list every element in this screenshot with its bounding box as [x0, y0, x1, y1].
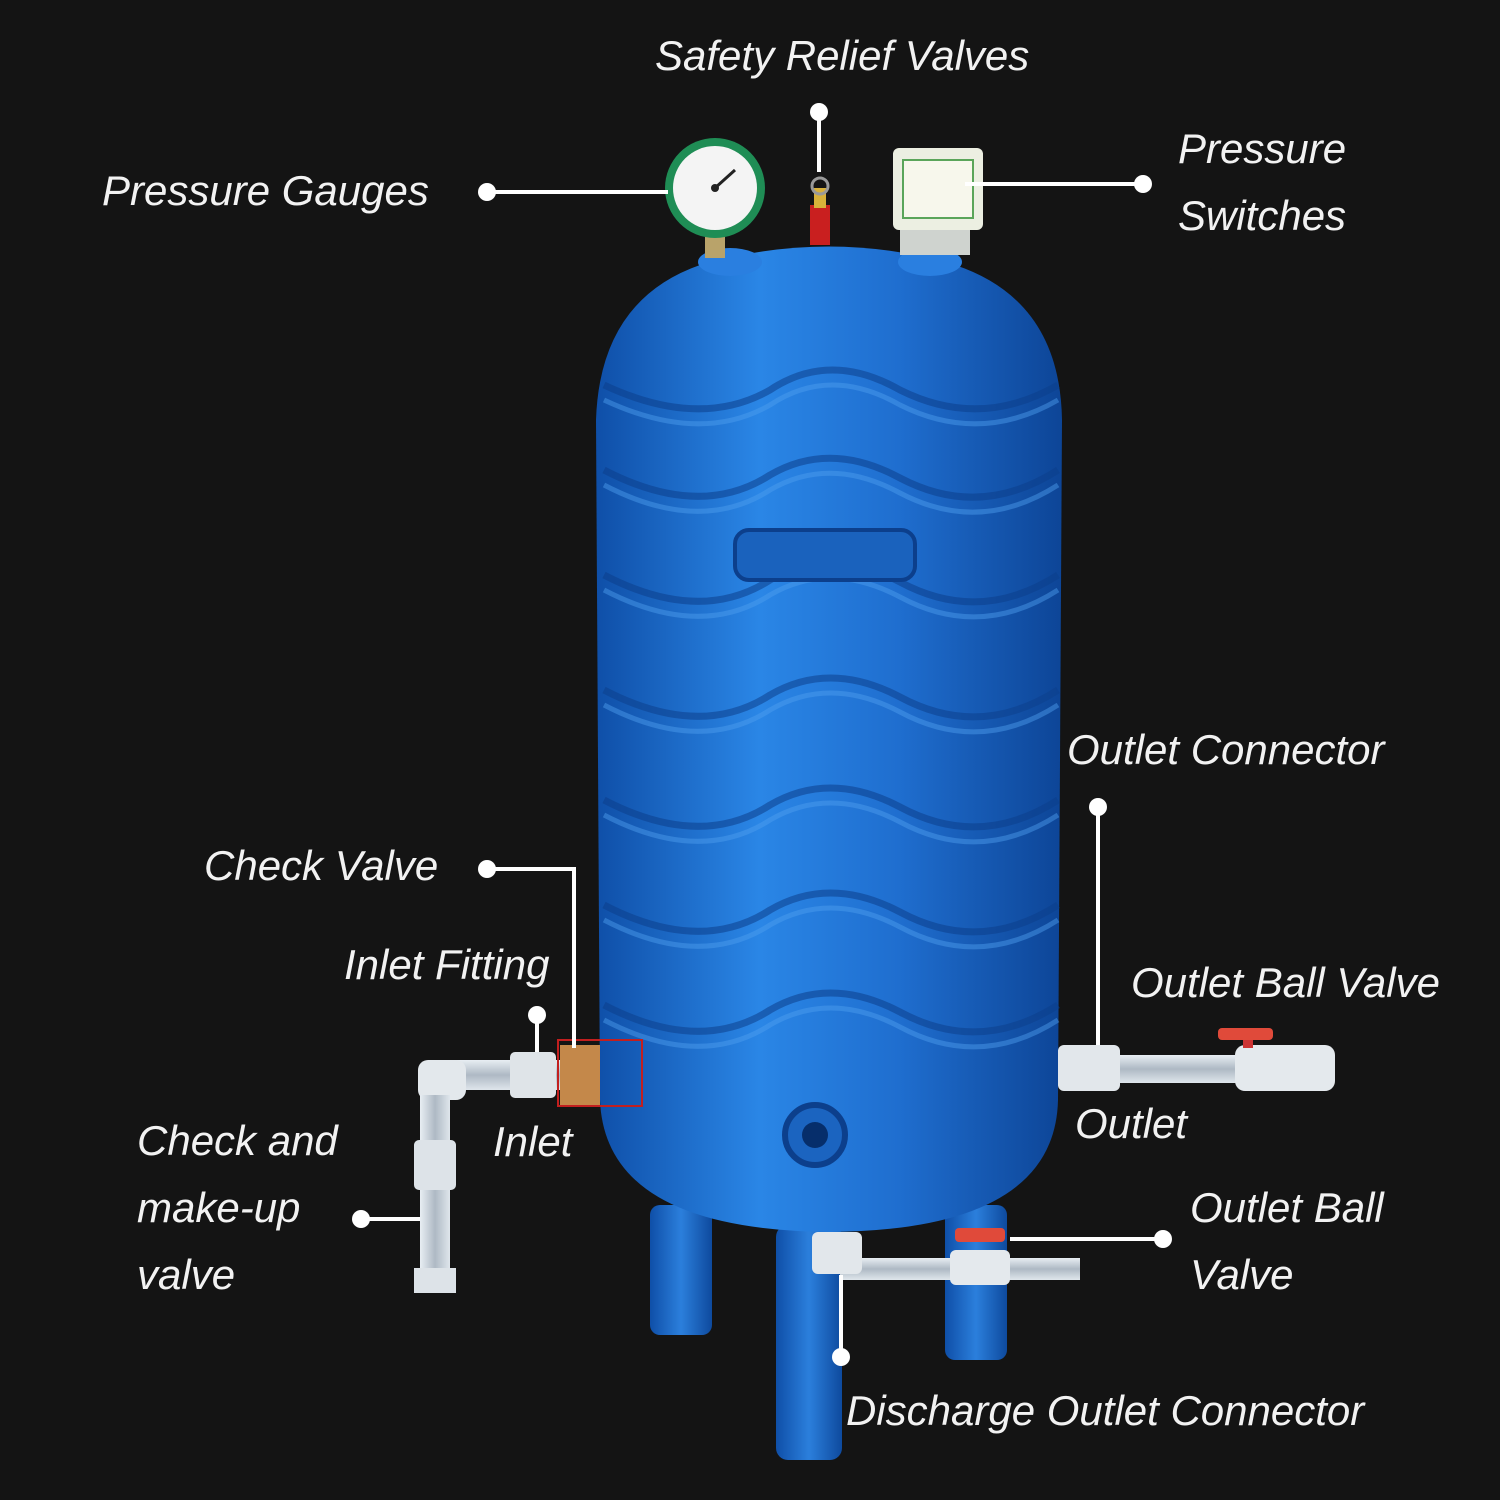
dot-outlet-connector: [1089, 798, 1107, 816]
label-discharge-outlet-connector: Discharge Outlet Connector: [846, 1377, 1364, 1444]
label-pressure-switches: Pressure Switches: [1178, 115, 1346, 249]
label-outlet-connector: Outlet Connector: [1067, 716, 1385, 783]
label-check-makeup-line1: Check and: [137, 1107, 338, 1174]
label-check-makeup-line2: make-up: [137, 1174, 338, 1241]
tank-leg-left: [650, 1205, 712, 1335]
label-check-makeup-line3: valve: [137, 1241, 338, 1308]
dot-discharge: [832, 1348, 850, 1366]
label-check-makeup-valve: Check and make-up valve: [137, 1107, 338, 1308]
label-pressure-switches-line1: Pressure: [1178, 115, 1346, 182]
label-check-valve: Check Valve: [204, 832, 438, 899]
label-pressure-switches-line2: Switches: [1178, 182, 1346, 249]
pressure-gauge: [665, 138, 765, 258]
label-outlet: Outlet: [1075, 1090, 1187, 1157]
dot-check-valve: [478, 860, 496, 878]
tank-label-plate: [735, 530, 915, 580]
label-inlet-fitting: Inlet Fitting: [344, 931, 549, 998]
dot-check-makeup: [352, 1210, 370, 1228]
label-outlet-ball-valve-2-line2: Valve: [1190, 1241, 1384, 1308]
dot-pressure-gauges: [478, 183, 496, 201]
tank-body: [596, 247, 1062, 1233]
dot-inlet-fitting: [528, 1006, 546, 1024]
dot-pressure-switches: [1134, 175, 1152, 193]
dot-outlet-ball-valve-2: [1154, 1230, 1172, 1248]
pressure-switch: [893, 148, 983, 255]
label-inlet: Inlet: [493, 1108, 572, 1175]
safety-relief-valve: [810, 178, 830, 245]
label-outlet-ball-valve-2: Outlet Ball Valve: [1190, 1174, 1384, 1308]
label-outlet-ball-valve: Outlet Ball Valve: [1131, 949, 1440, 1016]
label-pressure-gauges: Pressure Gauges: [102, 157, 429, 224]
dot-safety-relief: [810, 103, 828, 121]
label-safety-relief-valves: Safety Relief Valves: [655, 22, 1029, 89]
label-outlet-ball-valve-2-line1: Outlet Ball: [1190, 1174, 1384, 1241]
